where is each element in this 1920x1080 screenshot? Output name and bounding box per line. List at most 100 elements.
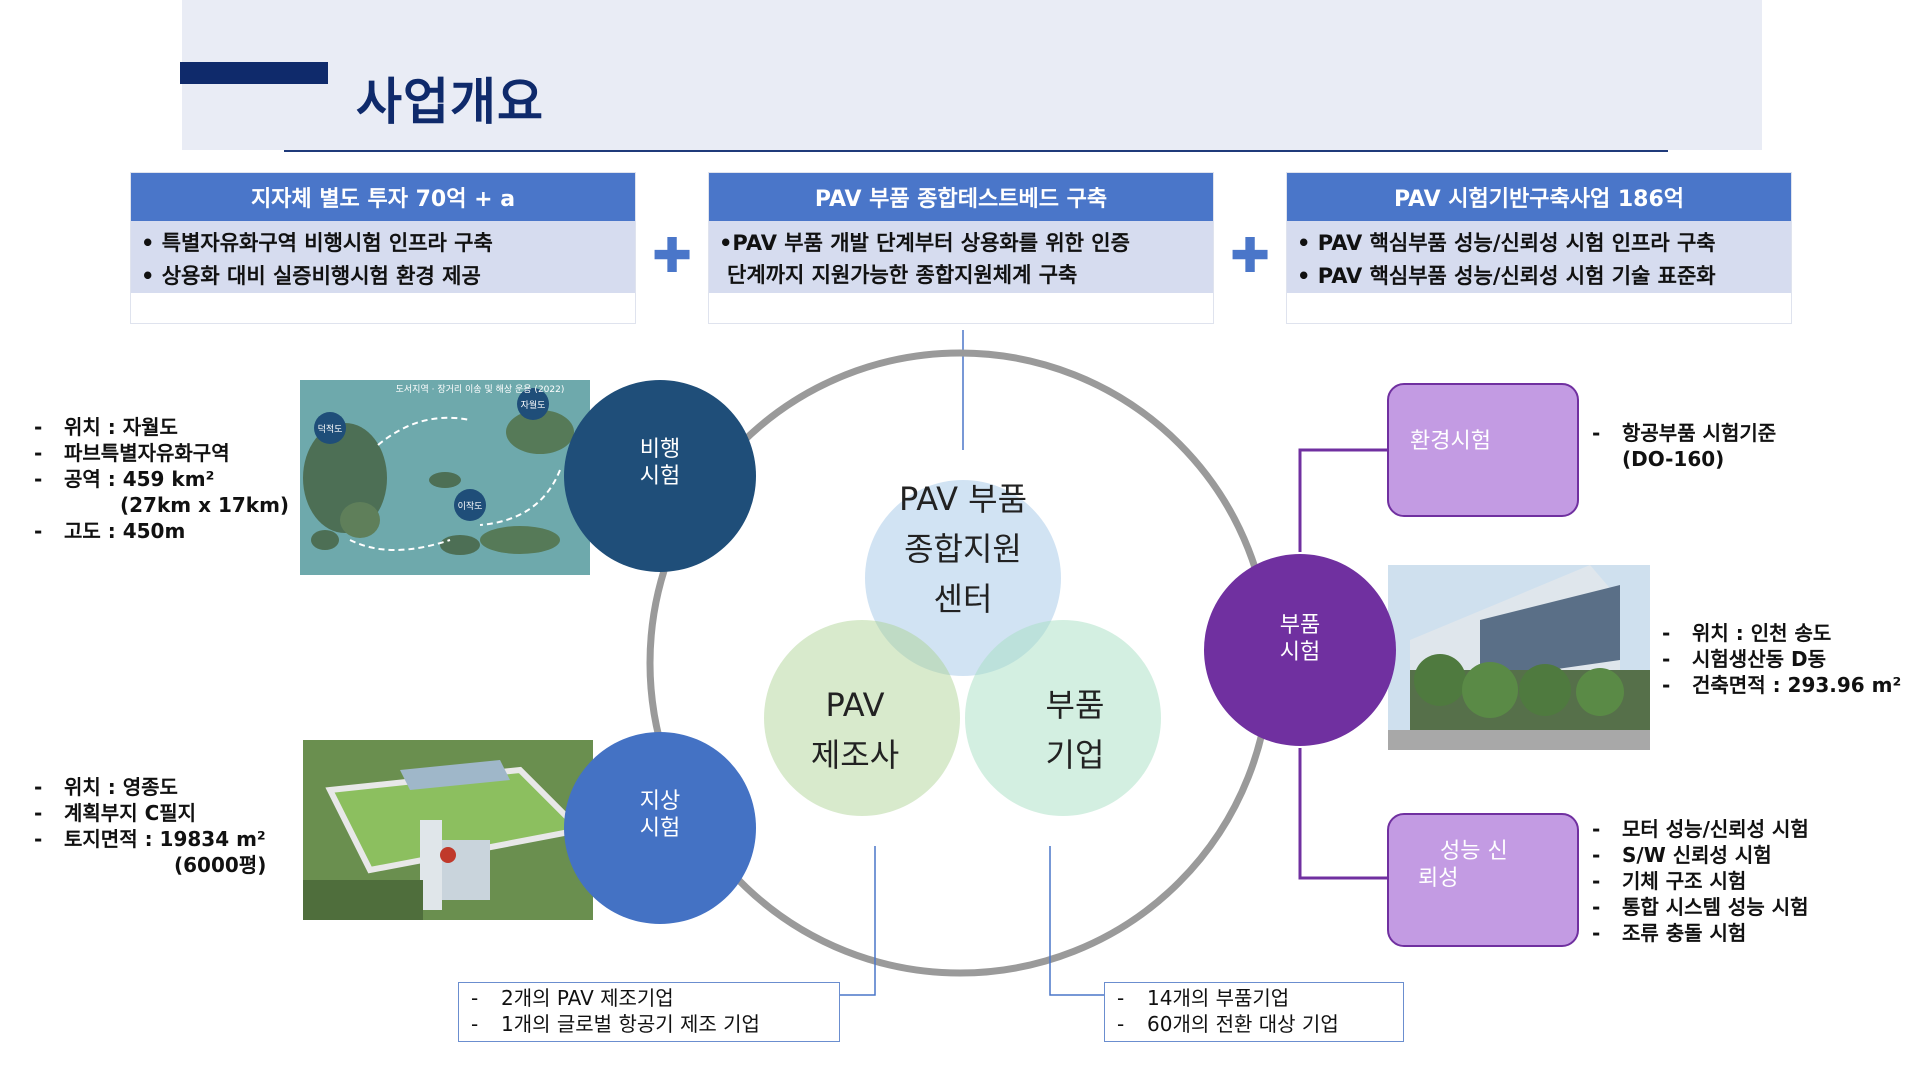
building-facts-list: -위치 : 인천 송도 -시험생산동 D동 -건축면적 : 293.96 m² [1662,620,1901,698]
note-row: -1개의 글로벌 항공기 제조 기업 [471,1011,839,1037]
label-line: 기업 [1015,730,1135,780]
note-text: 1개의 글로벌 항공기 제조 기업 [501,1012,760,1036]
perf-test-label: 성능 신 뢰성 [1418,838,1508,892]
fact-row: -기체 구조 시험 [1592,868,1809,894]
dash: - [34,774,64,800]
fact-row: -계획부지 C필지 [34,800,266,826]
flight-facts-list: -위치 : 자월도 -파브특별자유화구역 -공역 : 459 km² (27km… [34,414,289,544]
fact-text: 기체 구조 시험 [1622,869,1746,893]
dash: - [471,1011,501,1037]
dash: - [1592,842,1622,868]
ground-test-label: 지상 시험 [620,788,700,842]
dash: - [34,826,64,852]
label-line: 시험 [1260,639,1340,666]
dash: - [34,518,64,544]
fact-text: 통합 시스템 성능 시험 [1622,895,1809,919]
fact-row: -위치 : 영종도 [34,774,266,800]
fact-row: (6000평) [34,852,266,878]
fact-text: (DO-160) [1622,447,1724,471]
venn-parts-label: 부품 기업 [1015,680,1135,780]
fact-text: (6000평) [174,853,266,877]
dash: - [34,414,64,440]
ground-facility-image [303,740,593,920]
fact-text: 위치 : 인천 송도 [1692,621,1831,645]
label-line: PAV [795,680,915,730]
note-row: -60개의 전환 대상 기업 [1117,1011,1403,1037]
label-line: 부품 [1015,680,1135,730]
fact-text: 조류 충돌 시험 [1622,921,1746,945]
label-line: 부품 [1260,612,1340,639]
fact-row: -건축면적 : 293.96 m² [1662,672,1901,698]
fact-row: -토지면적 : 19834 m² [34,826,266,852]
label-line: 지상 [620,788,700,815]
note-manufacturers: -2개의 PAV 제조기업 -1개의 글로벌 항공기 제조 기업 [458,982,840,1042]
map-caption: 도서지역 · 장거리 이송 및 해상 운용 (2022) [396,383,565,395]
label-line: 제조사 [795,730,915,780]
parts-test-label: 부품 시험 [1260,612,1340,666]
connector-note-right [1050,846,1108,995]
dash: - [1662,646,1692,672]
dash: - [1592,816,1622,842]
ground-facts-list: -위치 : 영종도 -계획부지 C필지 -토지면적 : 19834 m² (60… [34,774,266,878]
label-line: 센터 [873,574,1053,624]
label-line: 종합지원 [873,524,1053,574]
map-label: 자월도 [521,399,546,411]
connector-note-left [840,846,875,995]
map-label: 덕적도 [318,423,343,435]
fact-row: -조류 충돌 시험 [1592,920,1809,946]
fact-text: 고도 : 450m [64,519,185,543]
fact-text: 시험생산동 D동 [1692,647,1826,671]
note-row: -14개의 부품기업 [1117,985,1403,1011]
env-test-label: 환경시험 [1410,428,1491,455]
note-row: -2개의 PAV 제조기업 [471,985,839,1011]
connector-env [1300,450,1390,552]
fact-row: -파브특별자유화구역 [34,440,289,466]
fact-row: (27km x 17km) [34,492,289,518]
dash: - [1662,672,1692,698]
note-text: 14개의 부품기업 [1147,986,1289,1010]
fact-row: -위치 : 인천 송도 [1662,620,1901,646]
map-label: 이작도 [458,501,483,512]
fact-text: 파브특별자유화구역 [64,441,230,465]
fact-text: 위치 : 자월도 [64,415,178,439]
dash: - [1592,920,1622,946]
dash: - [34,466,64,492]
note-text: 60개의 전환 대상 기업 [1147,1012,1339,1036]
fact-row: -시험생산동 D동 [1662,646,1901,672]
note-parts-companies: -14개의 부품기업 -60개의 전환 대상 기업 [1104,982,1404,1042]
fact-row: -항공부품 시험기준 [1592,420,1776,446]
fact-text: 토지면적 : 19834 m² [64,827,266,851]
dash: - [34,800,64,826]
fact-text: 위치 : 영종도 [64,775,178,799]
label-line: 시험 [620,815,700,842]
perf-facts-list: -모터 성능/신뢰성 시험 -S/W 신뢰성 시험 -기체 구조 시험 -통합 … [1592,816,1809,946]
fact-row: -공역 : 459 km² [34,466,289,492]
fact-text: 공역 : 459 km² [64,467,214,491]
fact-row: -모터 성능/신뢰성 시험 [1592,816,1809,842]
dash: - [34,440,64,466]
note-text: 2개의 PAV 제조기업 [501,986,674,1010]
fact-row: (DO-160) [1592,446,1776,472]
dash: - [1592,894,1622,920]
env-facts-list: -항공부품 시험기준 (DO-160) [1592,420,1776,472]
fact-row: -S/W 신뢰성 시험 [1592,842,1809,868]
dash: - [1117,985,1147,1011]
fact-row: -위치 : 자월도 [34,414,289,440]
label-line: PAV 부품 [873,474,1053,524]
fact-text: 모터 성능/신뢰성 시험 [1622,817,1809,841]
label-line: 성능 신 [1418,838,1508,865]
dash: - [1592,420,1622,446]
connector-perf [1300,748,1390,878]
dash: - [1117,1011,1147,1037]
building-image [1388,565,1650,750]
label-line: 시험 [620,463,700,490]
label-line: 뢰성 [1418,865,1508,892]
dash: - [1662,620,1692,646]
dash: - [1592,868,1622,894]
map-image: 도서지역 · 장거리 이송 및 해상 운용 (2022) 덕적도 자월도 이작도 [300,380,590,575]
fact-text: (27km x 17km) [120,493,289,517]
venn-center-label: PAV 부품 종합지원 센터 [873,474,1053,624]
fact-text: 계획부지 C필지 [64,801,196,825]
fact-row: -고도 : 450m [34,518,289,544]
dash: - [471,985,501,1011]
